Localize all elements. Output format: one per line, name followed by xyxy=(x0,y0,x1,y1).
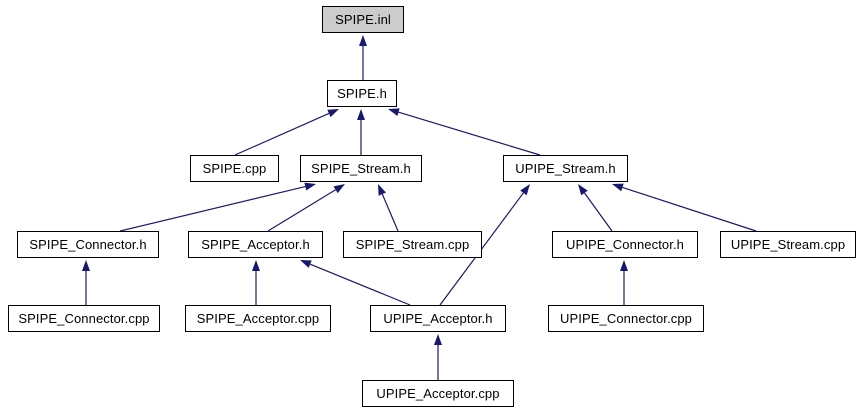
node-label: UPIPE_Acceptor.cpp xyxy=(376,386,500,401)
arrowhead-spipe_stream_h-to-spipe_h xyxy=(357,109,365,120)
node-label: UPIPE_Connector.cpp xyxy=(560,311,692,326)
node-label: UPIPE_Acceptor.h xyxy=(383,311,493,326)
node-label: SPIPE_Stream.h xyxy=(311,161,411,176)
node-label: UPIPE_Stream.h xyxy=(515,161,616,176)
node-label: SPIPE_Connector.cpp xyxy=(18,311,150,326)
node-upipe_acceptor_cpp[interactable]: UPIPE_Acceptor.cpp xyxy=(362,380,514,407)
node-spipe_cpp[interactable]: SPIPE.cpp xyxy=(190,155,279,182)
edge-spipe_cpp-to-spipe_h xyxy=(234,112,330,156)
node-spipe_h[interactable]: SPIPE.h xyxy=(327,80,397,107)
node-label: SPIPE.inl xyxy=(335,12,391,27)
arrowhead-spipe_acceptor_cpp-to-spipe_acceptor_h xyxy=(252,260,260,271)
arrowhead-spipe_cpp-to-spipe_h xyxy=(327,109,339,118)
arrowhead-upipe_acceptor_h-to-upipe_stream_h xyxy=(520,184,530,196)
arrowhead-spipe_h-to-spipe_inl xyxy=(359,35,367,46)
node-label: UPIPE_Connector.h xyxy=(565,237,685,252)
edge-upipe_acceptor_h-to-spipe_acceptor_h xyxy=(309,263,411,306)
edge-spipe_stream_cpp-to-spipe_stream_h xyxy=(381,193,399,232)
edge-upipe_connector_h-to-upipe_stream_h xyxy=(583,192,613,232)
edge-upipe_stream_cpp-to-upipe_stream_h xyxy=(622,186,757,232)
arrowhead-upipe_acceptor_h-to-spipe_acceptor_h xyxy=(300,260,312,268)
arrowhead-upipe_stream_h-to-spipe_h xyxy=(388,108,400,117)
node-spipe_acceptor_cpp[interactable]: SPIPE_Acceptor.cpp xyxy=(185,305,331,332)
node-upipe_connector_h[interactable]: UPIPE_Connector.h xyxy=(552,231,698,258)
node-spipe_inl[interactable]: SPIPE.inl xyxy=(322,6,404,33)
node-spipe_stream_h[interactable]: SPIPE_Stream.h xyxy=(300,155,422,182)
edge-spipe_acceptor_h-to-spipe_stream_h xyxy=(267,189,336,232)
edge-spipe_connector_h-to-spipe_stream_h xyxy=(119,185,306,232)
arrowhead-spipe_acceptor_h-to-spipe_stream_h xyxy=(333,184,345,194)
node-spipe_acceptor_h[interactable]: SPIPE_Acceptor.h xyxy=(188,231,323,258)
arrowhead-upipe_connector_h-to-upipe_stream_h xyxy=(578,184,588,196)
arrowhead-spipe_connector_h-to-spipe_stream_h xyxy=(304,182,316,191)
node-label: SPIPE_Acceptor.h xyxy=(201,237,310,252)
arrowhead-spipe_connector_cpp-to-spipe_connector_h xyxy=(82,260,90,271)
arrowhead-upipe_acceptor_cpp-to-upipe_acceptor_h xyxy=(434,334,442,345)
node-label: SPIPE.cpp xyxy=(202,161,267,176)
node-spipe_connector_h[interactable]: SPIPE_Connector.h xyxy=(17,231,159,258)
node-upipe_connector_cpp[interactable]: UPIPE_Connector.cpp xyxy=(548,305,704,332)
node-upipe_stream_h[interactable]: UPIPE_Stream.h xyxy=(503,155,628,182)
arrowhead-upipe_connector_cpp-to-upipe_connector_h xyxy=(620,260,628,271)
node-upipe_stream_cpp[interactable]: UPIPE_Stream.cpp xyxy=(720,231,856,258)
node-upipe_acceptor_h[interactable]: UPIPE_Acceptor.h xyxy=(370,305,506,332)
node-label: SPIPE_Stream.cpp xyxy=(355,237,470,252)
node-label: UPIPE_Stream.cpp xyxy=(730,237,846,252)
node-label: SPIPE_Acceptor.cpp xyxy=(196,311,320,326)
arrowhead-spipe_stream_cpp-to-spipe_stream_h xyxy=(378,184,386,196)
edge-upipe_stream_h-to-spipe_h xyxy=(398,111,541,156)
node-label: SPIPE_Connector.h xyxy=(29,237,147,252)
node-spipe_connector_cpp[interactable]: SPIPE_Connector.cpp xyxy=(8,305,160,332)
node-label: SPIPE.h xyxy=(337,86,387,101)
arrowhead-upipe_stream_cpp-to-upipe_stream_h xyxy=(612,183,624,192)
node-spipe_stream_cpp[interactable]: SPIPE_Stream.cpp xyxy=(343,231,482,258)
